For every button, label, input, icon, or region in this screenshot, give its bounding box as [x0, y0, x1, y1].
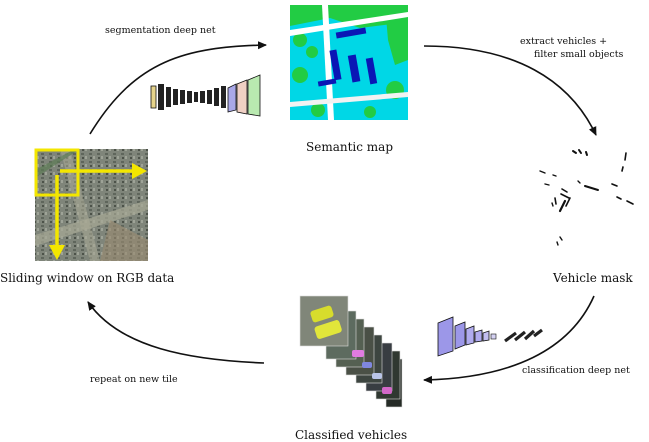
- vehicle-mask-image: [540, 150, 633, 245]
- semantic-map-label: Semantic map: [306, 140, 393, 154]
- sliding-window-label: Sliding window on RGB data: [0, 271, 174, 285]
- semantic-map-image: [290, 5, 408, 120]
- repeat-tile-label: repeat on new tile: [90, 374, 178, 385]
- rgb-tile-image: [35, 149, 148, 261]
- arrow-repeat: [88, 302, 264, 363]
- extract-vehicles-label: extract vehicles +: [520, 36, 607, 47]
- segmentation-network-icon: [151, 75, 260, 116]
- vehicle-mask-label: Vehicle mask: [553, 271, 633, 285]
- segmentation-net-label: segmentation deep net: [105, 25, 216, 36]
- filter-objects-label: filter small objects: [534, 49, 623, 60]
- classification-network-icon: [438, 317, 542, 356]
- classified-vehicles-stack: [300, 296, 402, 407]
- classification-net-label: classification deep net: [522, 365, 630, 376]
- classified-vehicles-label: Classified vehicles: [295, 428, 407, 442]
